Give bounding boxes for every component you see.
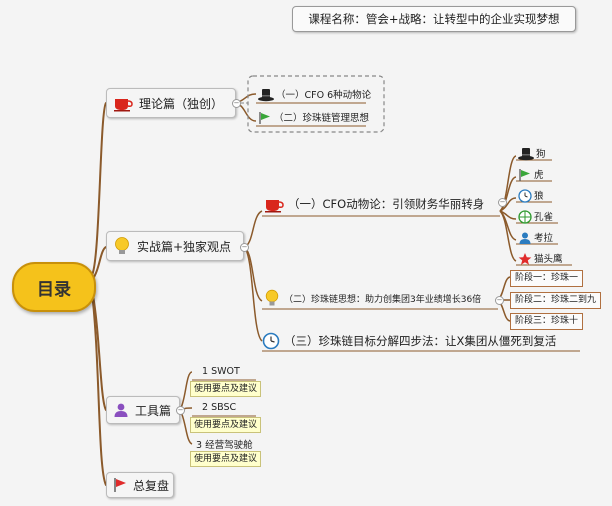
tool-cockpit-note[interactable]: 使用要点及建议 bbox=[190, 451, 262, 467]
branch-practice[interactable]: 实战篇+独家观点 bbox=[106, 231, 244, 261]
pearl-stage-2-label: 阶段二：珍珠二到九 bbox=[515, 295, 597, 305]
tool-swot[interactable]: 1 SWOT bbox=[202, 366, 240, 377]
root-label: 目录 bbox=[37, 279, 71, 300]
tool-sbsc[interactable]: 2 SBSC bbox=[202, 402, 236, 413]
animal-tiger[interactable]: 虎 bbox=[518, 166, 544, 182]
tool-sbsc-note[interactable]: 使用要点及建议 bbox=[190, 417, 262, 433]
theory-child-pearl-label: （二）珍珠链管理思想 bbox=[274, 113, 370, 124]
branch-tools-label: 工具篇 bbox=[135, 403, 172, 418]
tool-sbsc-label: 2 SBSC bbox=[202, 402, 237, 413]
branch-theory-label: 理论篇（独创） bbox=[139, 96, 224, 111]
animal-wolf-label: 狼 bbox=[534, 191, 544, 202]
tool-cockpit-note-label: 使用要点及建议 bbox=[194, 454, 258, 464]
animal-koala[interactable]: 考拉 bbox=[518, 229, 553, 245]
root-node[interactable]: 目录 bbox=[12, 262, 96, 312]
practice-goal-label: （三）珍珠链目标分解四步法：让X集团从僵死到复活 bbox=[284, 334, 557, 348]
tool-sbsc-note-label: 使用要点及建议 bbox=[194, 420, 258, 430]
person-icon bbox=[518, 230, 532, 244]
hat-icon bbox=[518, 146, 534, 161]
practice-goal[interactable]: （三）珍珠链目标分解四步法：让X集团从僵死到复活 bbox=[262, 331, 556, 351]
star-icon bbox=[518, 251, 532, 265]
animal-wolf[interactable]: 狼 bbox=[518, 187, 544, 203]
animal-dog[interactable]: 狗 bbox=[518, 145, 546, 161]
theory-child-animals[interactable]: （一）CFO 6种动物论 bbox=[258, 85, 371, 103]
collapse-toggle[interactable]: − bbox=[495, 296, 504, 305]
practice-pearl-label: （二）珍珠链思想：助力创集团3年业绩增长36倍 bbox=[284, 294, 482, 305]
practice-cfo-label: （一）CFO动物论：引领财务华丽转身 bbox=[288, 197, 485, 211]
lightbulb-icon bbox=[264, 289, 280, 307]
pearl-stage-2[interactable]: 阶段二：珍珠二到九 bbox=[510, 292, 602, 309]
collapse-toggle[interactable]: − bbox=[240, 243, 249, 252]
tool-swot-note[interactable]: 使用要点及建议 bbox=[190, 381, 262, 397]
tool-cockpit[interactable]: 3 经营驾驶舱 bbox=[196, 437, 253, 451]
tool-swot-label: 1 SWOT bbox=[202, 366, 240, 377]
branch-theory[interactable]: 理论篇（独创） bbox=[106, 88, 236, 118]
animal-owl[interactable]: 猫头鹰 bbox=[518, 250, 563, 266]
clock-icon bbox=[518, 188, 532, 203]
flag-icon bbox=[518, 167, 532, 181]
collapse-toggle[interactable]: − bbox=[232, 99, 241, 108]
tool-swot-note-label: 使用要点及建议 bbox=[194, 384, 258, 394]
course-title: 课程名称：管会+战略：让转型中的企业实现梦想 bbox=[308, 12, 560, 26]
branch-practice-label: 实战篇+独家观点 bbox=[137, 239, 232, 254]
lightbulb-icon bbox=[113, 236, 131, 256]
animal-peacock[interactable]: 孔雀 bbox=[518, 208, 553, 224]
theory-child-animals-label: （一）CFO 6种动物论 bbox=[276, 90, 372, 101]
person-icon bbox=[113, 402, 129, 418]
tool-cockpit-label: 3 经营驾驶舱 bbox=[196, 440, 253, 451]
course-title-box: 课程名称：管会+战略：让转型中的企业实现梦想 bbox=[292, 6, 576, 32]
clock-icon bbox=[262, 332, 280, 350]
animal-dog-label: 狗 bbox=[536, 149, 546, 160]
theory-child-pearl[interactable]: （二）珍珠链管理思想 bbox=[258, 108, 369, 126]
practice-cfo[interactable]: （一）CFO动物论：引领财务华丽转身 bbox=[264, 193, 484, 215]
red-flag-icon bbox=[113, 477, 127, 493]
collapse-toggle[interactable]: − bbox=[498, 198, 507, 207]
animal-peacock-label: 孔雀 bbox=[534, 212, 554, 223]
target-icon bbox=[518, 209, 532, 224]
animal-koala-label: 考拉 bbox=[534, 233, 554, 244]
collapse-toggle[interactable]: − bbox=[176, 406, 185, 415]
hat-icon bbox=[258, 87, 274, 102]
pearl-stage-3[interactable]: 阶段三：珍珠十 bbox=[510, 313, 584, 330]
pearl-stage-1[interactable]: 阶段一：珍珠一 bbox=[510, 270, 584, 287]
pearl-stage-1-label: 阶段一：珍珠一 bbox=[515, 273, 579, 283]
animal-tiger-label: 虎 bbox=[534, 170, 544, 181]
practice-pearl[interactable]: （二）珍珠链思想：助力创集团3年业绩增长36倍 bbox=[264, 287, 481, 309]
pearl-stage-3-label: 阶段三：珍珠十 bbox=[515, 316, 579, 326]
animal-owl-label: 猫头鹰 bbox=[534, 254, 563, 265]
teacup-icon bbox=[264, 195, 284, 213]
teacup-icon bbox=[113, 94, 133, 112]
branch-review-label: 总复盘 bbox=[133, 478, 170, 493]
flag-icon bbox=[258, 110, 272, 124]
branch-review[interactable]: 总复盘 bbox=[106, 472, 174, 498]
branch-tools[interactable]: 工具篇 bbox=[106, 396, 180, 424]
